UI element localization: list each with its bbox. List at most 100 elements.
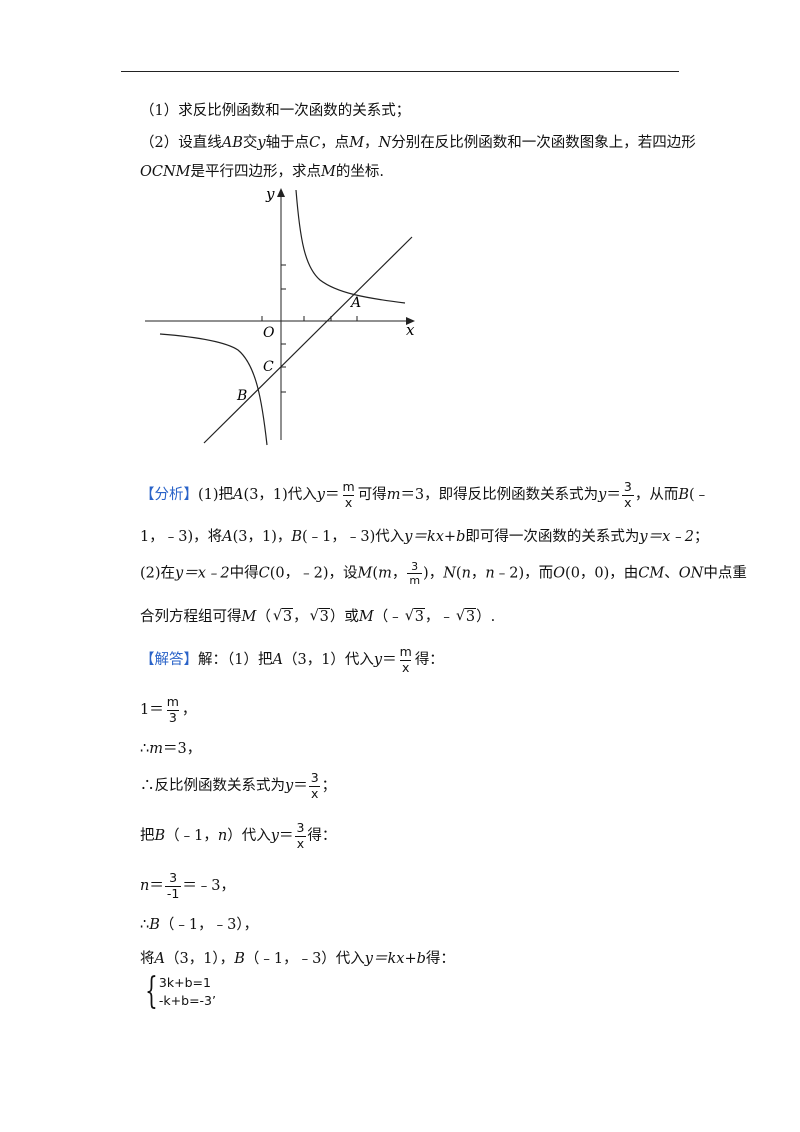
analysis-text: ( bbox=[372, 565, 379, 582]
solution-text: ＝ bbox=[149, 878, 164, 894]
fraction-denominator: m bbox=[407, 573, 423, 587]
analysis-text: (3，1)， bbox=[232, 529, 292, 545]
solution-text: 把 bbox=[140, 828, 155, 844]
fraction-numerator: 3 bbox=[411, 560, 419, 573]
solution-text: ， bbox=[181, 702, 197, 718]
analysis-text: ； bbox=[693, 529, 709, 545]
sqrt-radicand: 3 bbox=[318, 608, 330, 625]
system-brace: { bbox=[145, 971, 158, 1012]
q2-ocnm: OCNM bbox=[140, 164, 191, 180]
analysis-var: y bbox=[316, 487, 325, 503]
analysis-text: 即可得一次函数的关系式为 bbox=[465, 529, 640, 545]
linear-function-line bbox=[203, 236, 413, 444]
analysis-text: ， bbox=[391, 565, 407, 582]
analysis-text: 、 bbox=[664, 565, 679, 582]
fraction-numerator: m bbox=[399, 644, 412, 659]
analysis-var: A bbox=[233, 487, 244, 503]
analysis-text: ， bbox=[293, 609, 308, 625]
solution-text: 1＝ bbox=[140, 702, 164, 718]
analysis-text: ，﹣ bbox=[424, 609, 454, 625]
solution-var: y bbox=[270, 828, 279, 844]
solution-text: （3，1）代入 bbox=[282, 652, 374, 668]
solution-text: 得： bbox=[307, 828, 337, 844]
analysis-text: （﹣ bbox=[373, 609, 403, 625]
q2-text: （2）设直线 bbox=[140, 135, 222, 151]
analysis-text: （ bbox=[256, 609, 271, 625]
analysis-var: N bbox=[443, 565, 456, 582]
question-1-text: （1）求反比例函数和一次函数的关系式； bbox=[140, 103, 411, 119]
solution-var: A bbox=[272, 652, 283, 668]
fraction-denominator: x bbox=[294, 835, 307, 851]
solution-text: ＝ bbox=[278, 828, 294, 844]
analysis-var: n bbox=[485, 565, 495, 582]
analysis-equation: y＝x﹣2 bbox=[639, 529, 694, 545]
solution-text: （﹣1，﹣3）代入 bbox=[244, 951, 365, 967]
solution-var: n bbox=[217, 828, 228, 844]
question-1: （1）求反比例函数和一次函数的关系式； bbox=[140, 99, 410, 120]
analysis-text: 1，﹣3)，将 bbox=[140, 529, 223, 545]
system-equations: 3k+b=1 -k+b=-3’ bbox=[159, 974, 216, 1010]
analysis-text: (﹣ bbox=[688, 487, 710, 503]
system-equation-2: -k+b=-3 bbox=[158, 993, 213, 1008]
q2-text: ，点 bbox=[320, 135, 350, 151]
analysis-text: ( bbox=[455, 565, 462, 582]
analysis-var: A bbox=[222, 529, 233, 545]
analysis-var: M bbox=[357, 565, 373, 582]
q2-n: N bbox=[378, 135, 392, 151]
solution-line-6: n＝3-1＝﹣3， bbox=[140, 871, 235, 900]
question-2-line-1: （2）设直线AB交y轴于点C，点M，N分别在反比例函数和一次函数图象上，若四边形 bbox=[140, 131, 696, 152]
fraction-numerator: 3 bbox=[623, 479, 632, 494]
analysis-tag: 【分析】 bbox=[140, 487, 198, 503]
fraction-denominator: x bbox=[622, 494, 634, 510]
analysis-var: n bbox=[461, 565, 471, 582]
solution-text: ）代入 bbox=[227, 828, 271, 844]
solution-text: ∴ bbox=[140, 741, 150, 757]
fraction-denominator: x bbox=[400, 659, 412, 675]
question-2-line-2: OCNM是平行四边形，求点M的坐标. bbox=[140, 160, 384, 181]
analysis-text: ﹣2)，而 bbox=[494, 565, 554, 582]
q2-text: 轴于点 bbox=[265, 135, 310, 151]
solution-text: 将 bbox=[140, 951, 155, 967]
solution-text: ∴反比例函数关系式为 bbox=[140, 778, 285, 794]
analysis-text: (2)在 bbox=[140, 565, 176, 582]
analysis-text: 可得 bbox=[357, 487, 387, 503]
point-c-label: C bbox=[263, 359, 274, 375]
q2-ab: AB bbox=[221, 135, 243, 151]
solution-text: ＝3， bbox=[162, 741, 202, 757]
q2-text: 分别在反比例函数和一次函数图象上，若四边形 bbox=[391, 135, 696, 151]
solution-text: ∴ bbox=[140, 917, 150, 933]
sqrt: 3 bbox=[273, 608, 294, 625]
analysis-var: C bbox=[258, 565, 270, 582]
solution-var: B bbox=[234, 951, 245, 967]
fraction-denominator: x bbox=[308, 785, 321, 801]
sqrt-radicand: 3 bbox=[413, 608, 425, 625]
equation-system: { 3k+b=1 -k+b=-3’ bbox=[140, 974, 216, 1010]
solution-text: 解：（1）把 bbox=[198, 652, 273, 668]
solution-var: B bbox=[149, 917, 160, 933]
fraction-denominator: x bbox=[342, 494, 355, 510]
fraction: 3-1 bbox=[164, 871, 182, 900]
q2-text: 是平行四边形，求点 bbox=[190, 164, 322, 180]
hyperbola-branch-2 bbox=[159, 333, 268, 446]
analysis-text: (0，﹣2)，设 bbox=[269, 565, 358, 582]
analysis-equation: y＝kx+b bbox=[404, 529, 466, 545]
sqrt: 3 bbox=[456, 608, 477, 625]
fraction-denominator: 3 bbox=[166, 709, 179, 725]
analysis-text: 中得 bbox=[229, 565, 259, 582]
analysis-var: y bbox=[598, 487, 607, 503]
analysis-text: (3，1)代入 bbox=[243, 487, 317, 503]
sqrt-radicand: 3 bbox=[464, 608, 477, 625]
solution-line-3: ∴m＝3， bbox=[140, 737, 201, 758]
origin-label: O bbox=[263, 325, 275, 341]
function-graph: y x O A B C bbox=[145, 185, 415, 446]
analysis-text: ＝ bbox=[325, 487, 340, 503]
analysis-var: M bbox=[241, 609, 257, 625]
